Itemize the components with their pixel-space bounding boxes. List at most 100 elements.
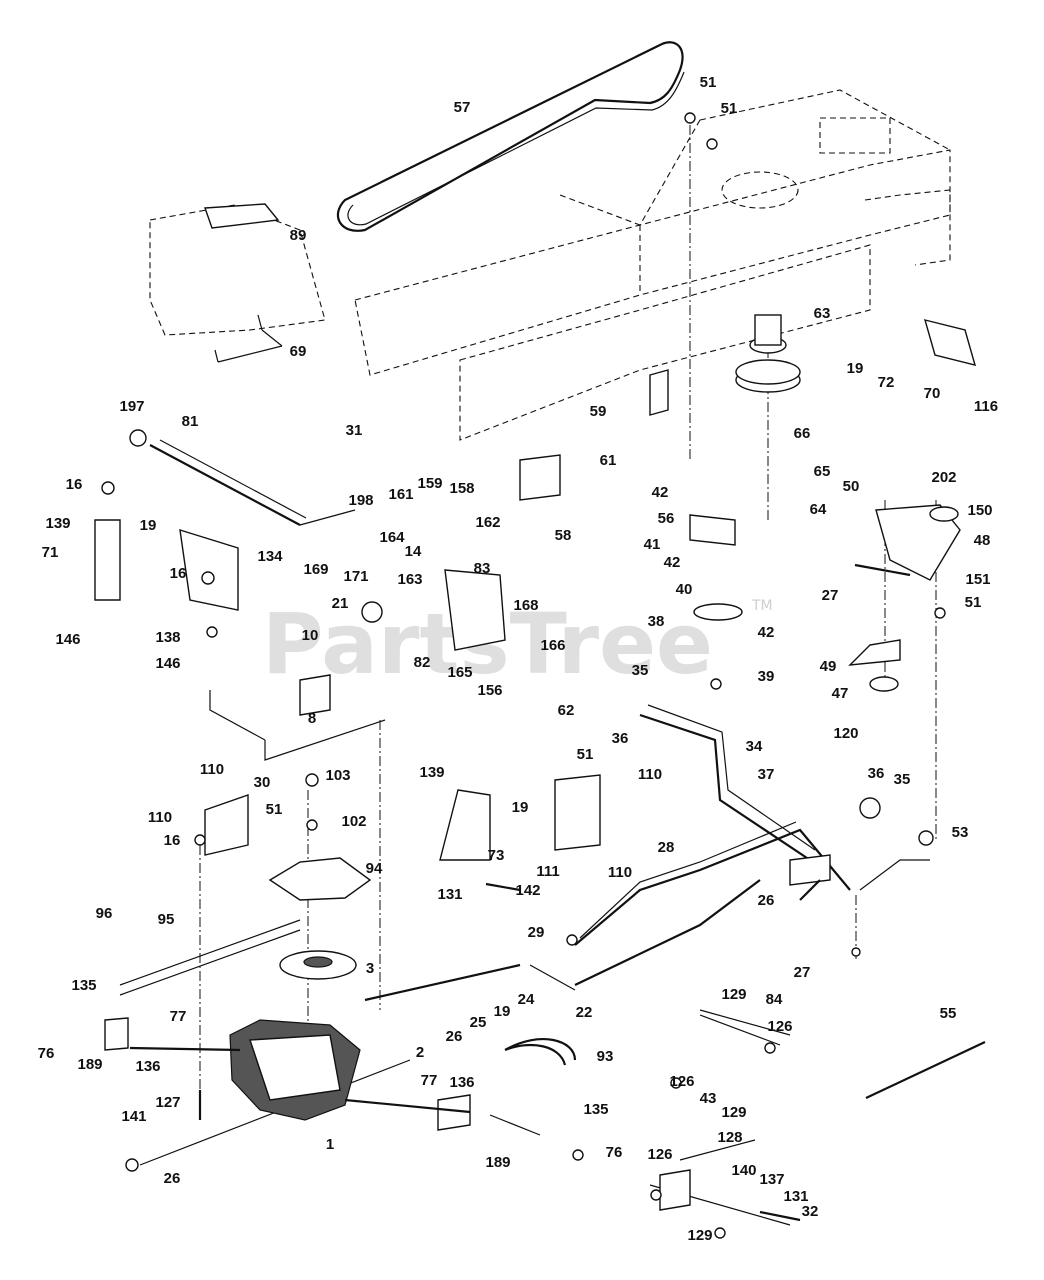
part-number-label: 40	[676, 581, 693, 598]
part-number-label: 29	[528, 924, 545, 941]
part-number-label: 37	[758, 766, 775, 783]
part-number-label: 164	[379, 529, 405, 546]
part-number-label: 128	[717, 1129, 742, 1146]
part-number-label: 135	[583, 1101, 608, 1118]
part-number-label: 3	[366, 960, 374, 977]
brackets	[94, 319, 977, 1211]
fender-assembly	[149, 203, 326, 363]
part-number-label: 146	[155, 655, 180, 672]
part-number-label: 39	[758, 668, 775, 685]
part-number-label: 84	[766, 991, 783, 1008]
part-number-label: 51	[965, 594, 982, 611]
part-number-label: 129	[721, 1104, 746, 1121]
part-number-label: 94	[366, 860, 383, 877]
part-number-label: 169	[303, 561, 328, 578]
part-number-label: 53	[952, 824, 969, 841]
part-number-label: 32	[802, 1203, 819, 1220]
part-number-label: 38	[648, 613, 665, 630]
part-number-label: 103	[325, 767, 350, 784]
part-number-label: 35	[894, 771, 911, 788]
part-number-label: 129	[721, 986, 746, 1003]
part-number-label: 127	[155, 1094, 180, 1111]
part-number-label: 2	[416, 1044, 424, 1061]
part-number-label: 48	[974, 532, 991, 549]
part-number-label: 77	[170, 1008, 187, 1025]
part-number-label: 83	[474, 560, 491, 577]
part-number-label: 171	[343, 568, 368, 585]
part-number-label: 159	[417, 475, 442, 492]
frame-assembly	[354, 89, 951, 441]
part-number-label: 141	[121, 1108, 146, 1125]
part-number-label: 27	[822, 587, 839, 604]
part-number-label: 96	[96, 905, 113, 922]
part-number-label: 62	[558, 702, 575, 719]
part-number-label: 77	[421, 1072, 438, 1089]
part-number-label: 71	[42, 544, 59, 561]
part-number-label: 163	[397, 571, 422, 588]
part-number-label: 27	[794, 964, 811, 981]
part-number-label: 139	[45, 515, 70, 532]
part-number-label: 36	[868, 765, 885, 782]
part-number-label: 102	[341, 813, 366, 830]
part-number-label: 142	[515, 882, 540, 899]
part-number-label: 162	[475, 514, 500, 531]
part-number-label: 49	[820, 658, 837, 675]
part-number-label: 70	[924, 385, 941, 402]
part-number-label: 137	[759, 1171, 784, 1188]
part-number-label: 51	[700, 74, 717, 91]
fasteners	[101, 112, 946, 1239]
part-number-label: 198	[348, 492, 373, 509]
part-number-label: 19	[140, 517, 157, 534]
part-number-label: 10	[302, 627, 319, 644]
part-number-label: 82	[414, 654, 431, 671]
part-number-label: 56	[658, 510, 675, 527]
part-number-label: 36	[612, 730, 629, 747]
part-number-label: 146	[55, 631, 80, 648]
transaxle	[129, 1019, 471, 1121]
part-number-label: 136	[449, 1074, 474, 1091]
part-number-label: 110	[200, 761, 224, 778]
watermark-trademark: TM	[751, 598, 773, 614]
part-number-label: 189	[485, 1154, 510, 1171]
part-number-label: 58	[555, 527, 572, 544]
pulleys	[129, 314, 959, 980]
part-number-label: 66	[794, 425, 811, 442]
part-number-label: 41	[644, 536, 661, 553]
part-number-label: 131	[783, 1188, 808, 1205]
part-number-label: 126	[669, 1073, 694, 1090]
part-number-label: 202	[931, 469, 956, 486]
part-number-label: 19	[512, 799, 529, 816]
part-number-label: 14	[405, 543, 422, 560]
part-number-label: 156	[477, 682, 502, 699]
part-number-label: 111	[536, 863, 559, 880]
part-number-label: 26	[164, 1170, 181, 1187]
part-number-label: 51	[266, 801, 283, 818]
part-number-label: 19	[847, 360, 864, 377]
part-number-label: 63	[814, 305, 831, 322]
part-number-label: 93	[597, 1048, 614, 1065]
part-number-label: 135	[71, 977, 96, 994]
part-number-label: 165	[447, 664, 472, 681]
part-number-label: 42	[758, 624, 775, 641]
part-number-label: 110	[638, 766, 662, 783]
part-number-label: 24	[518, 991, 535, 1008]
part-number-label: 57	[454, 99, 471, 116]
part-number-label: 76	[606, 1144, 623, 1161]
part-number-label: 19	[494, 1003, 511, 1020]
part-labels: 5751518969631972701165966311978161426550…	[38, 74, 998, 1244]
part-number-label: 16	[164, 832, 181, 849]
part-number-label: 30	[254, 774, 271, 791]
part-number-label: 47	[832, 685, 849, 702]
part-number-label: 50	[843, 478, 860, 495]
part-number-label: 34	[746, 738, 763, 755]
part-number-label: 120	[833, 725, 858, 742]
part-number-label: 116	[974, 398, 998, 415]
part-number-label: 81	[182, 413, 199, 430]
part-number-label: 51	[577, 746, 594, 763]
drive-belt	[336, 41, 685, 232]
part-number-label: 110	[608, 864, 632, 881]
part-number-label: 110	[148, 809, 172, 826]
part-number-label: 139	[419, 764, 444, 781]
part-number-label: 43	[700, 1090, 717, 1107]
part-number-label: 65	[814, 463, 831, 480]
